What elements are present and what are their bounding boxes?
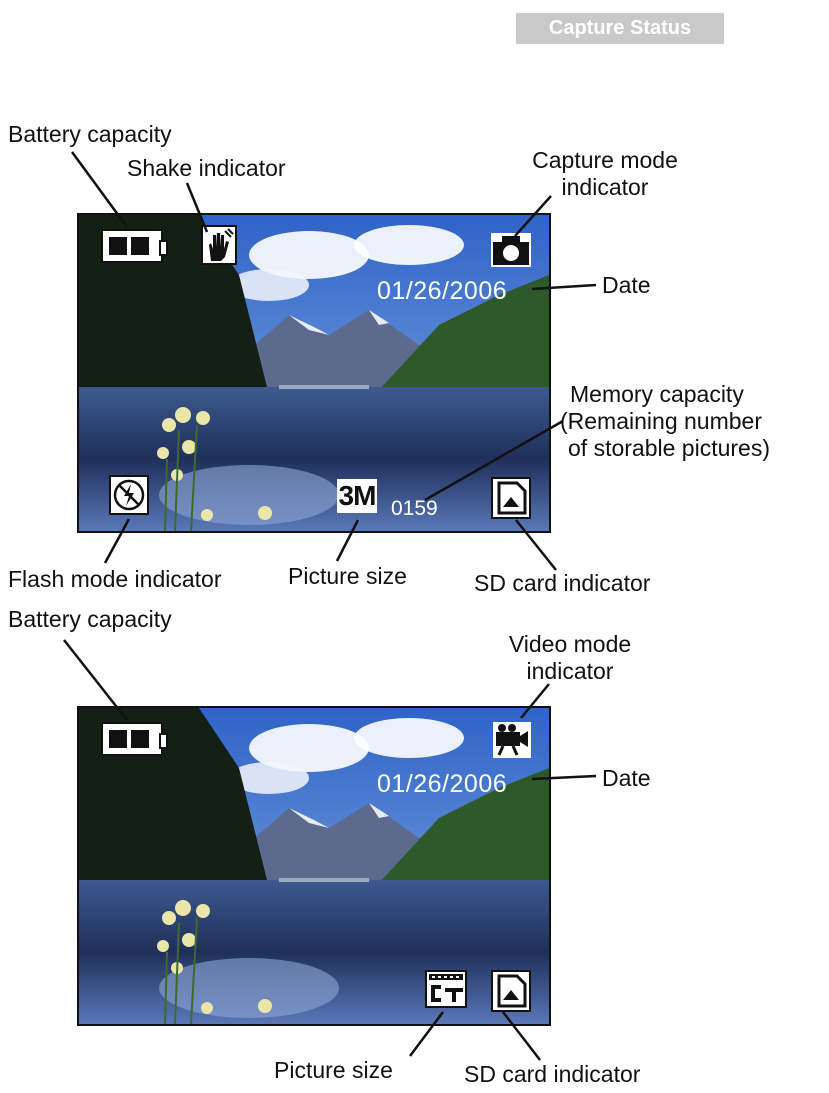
memory-capacity-label: Memory capacity (Remaining number of sto… xyxy=(560,381,770,461)
sd-card-label: SD card indicator xyxy=(474,570,651,596)
picture-size-label-video: Picture size xyxy=(274,1057,393,1083)
flash-mode-label: Flash mode indicator xyxy=(8,566,222,592)
leader-date-video xyxy=(531,774,597,781)
battery-capacity-label-video: Battery capacity xyxy=(8,606,172,632)
sd-card-label-video: SD card indicator xyxy=(464,1061,641,1087)
battery-icon xyxy=(101,229,168,263)
leader-capture-mode xyxy=(514,195,552,237)
leader-memory xyxy=(424,419,564,502)
capture-mode-label: Capture mode indicator xyxy=(532,147,678,200)
leader-date xyxy=(531,283,597,291)
capture-screen: 01/26/2006 3M 0159 xyxy=(77,213,551,533)
video-mode-label: Video mode indicator xyxy=(508,631,632,684)
leader-picture-size xyxy=(335,519,360,562)
picture-size-label: Picture size xyxy=(288,563,407,589)
video-camera-icon xyxy=(493,722,531,758)
picture-size-badge: 3M xyxy=(337,479,377,513)
leader-picture-size-video xyxy=(409,1011,444,1057)
leader-battery xyxy=(70,151,129,228)
battery-icon xyxy=(101,722,168,756)
date-display-video: 01/26/2006 xyxy=(377,770,508,798)
sd-card-icon xyxy=(491,970,531,1012)
flash-off-icon xyxy=(109,475,149,515)
shake-indicator-label: Shake indicator xyxy=(127,155,286,181)
leader-sd xyxy=(515,519,557,571)
film-size-icon xyxy=(425,970,467,1008)
sd-card-icon xyxy=(491,477,531,519)
leader-sd-video xyxy=(502,1011,541,1061)
leader-shake xyxy=(185,182,209,233)
leader-video-mode xyxy=(520,683,550,719)
camera-icon xyxy=(491,233,531,267)
landscape-photo-video xyxy=(79,708,549,1024)
date-label: Date xyxy=(602,272,651,298)
leader-battery-video xyxy=(63,639,128,721)
battery-capacity-label: Battery capacity xyxy=(8,121,172,147)
remaining-count: 0159 xyxy=(391,497,438,520)
date-label-video: Date xyxy=(602,765,651,791)
date-display: 01/26/2006 xyxy=(377,277,508,305)
section-title: Capture Status xyxy=(516,13,724,44)
video-screen: 01/26/2006 xyxy=(77,706,551,1026)
leader-flash xyxy=(103,518,131,564)
